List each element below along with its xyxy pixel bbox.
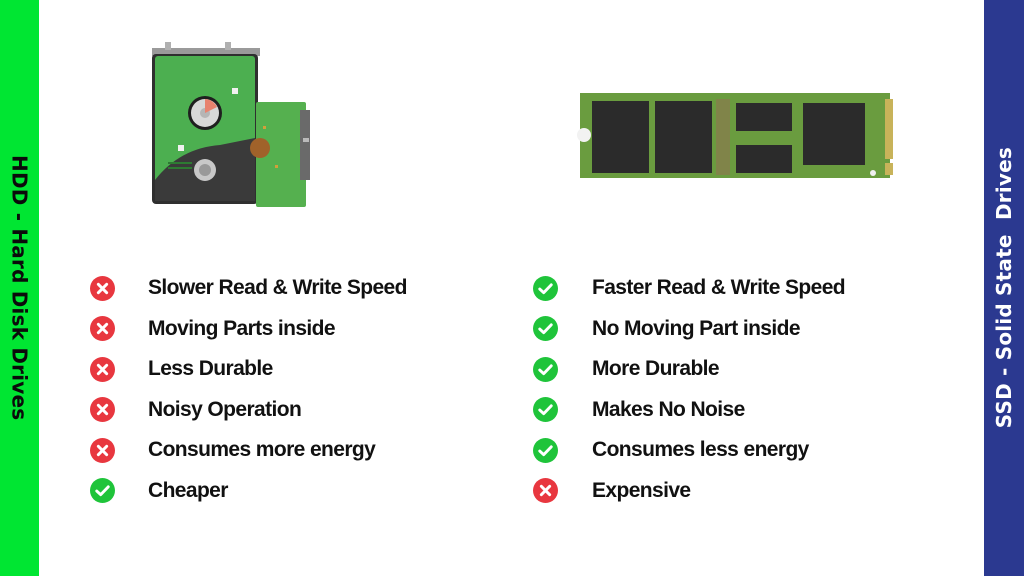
hdd-feature-item: Less Durable <box>90 349 407 390</box>
ssd-side-band: SSD - Solid State Drives <box>984 0 1024 576</box>
feature-label: Cheaper <box>148 478 228 502</box>
feature-label: Expensive <box>592 478 691 502</box>
ssd-feature-item: More Durable <box>533 349 845 390</box>
check-circle-icon <box>533 397 558 423</box>
ssd-photo <box>570 85 900 180</box>
check-circle-icon <box>90 478 115 504</box>
hdd-feature-item: Cheaper <box>90 471 407 512</box>
hdd-photo <box>100 30 360 220</box>
cross-circle-icon <box>90 437 115 463</box>
hdd-feature-item: Consumes more energy <box>90 430 407 471</box>
cross-circle-icon <box>90 275 115 301</box>
cross-circle-icon <box>533 478 558 504</box>
ssd-feature-item: No Moving Part inside <box>533 309 845 350</box>
hdd-title: HDD - Hard Disk Drives <box>7 155 32 421</box>
check-circle-icon <box>533 275 558 301</box>
hdd-side-band: HDD - Hard Disk Drives <box>0 0 39 576</box>
feature-label: Slower Read & Write Speed <box>148 276 407 300</box>
hdd-feature-list: Slower Read & Write Speed Moving Parts i… <box>90 268 407 511</box>
feature-label: Makes No Noise <box>592 397 745 421</box>
cross-circle-icon <box>90 356 115 382</box>
ssd-feature-item: Faster Read & Write Speed <box>533 268 846 309</box>
ssd-feature-item: Consumes less energy <box>533 430 845 471</box>
feature-label: Faster Read & Write Speed <box>592 276 846 300</box>
feature-label: Consumes more energy <box>148 438 376 462</box>
cross-circle-icon <box>90 316 115 342</box>
hdd-feature-item: Moving Parts inside <box>90 309 407 350</box>
check-circle-icon <box>533 356 558 382</box>
ssd-feature-list: Faster Read & Write Speed No Moving Part… <box>533 268 846 512</box>
feature-label: No Moving Part inside <box>592 316 801 340</box>
ssd-feature-item: Expensive <box>533 471 845 512</box>
feature-label: Consumes less energy <box>592 438 809 462</box>
feature-label: Less Durable <box>148 357 273 381</box>
ssd-feature-item: Makes No Noise <box>533 390 845 431</box>
feature-label: Moving Parts inside <box>148 316 336 340</box>
feature-label: More Durable <box>592 357 720 381</box>
ssd-title: SSD - Solid State Drives <box>992 147 1016 429</box>
hdd-feature-item: Slower Read & Write Speed <box>90 268 407 309</box>
feature-label: Noisy Operation <box>148 397 302 421</box>
cross-circle-icon <box>90 397 115 423</box>
check-circle-icon <box>533 316 558 342</box>
hdd-feature-item: Noisy Operation <box>90 390 407 431</box>
check-circle-icon <box>533 437 558 463</box>
